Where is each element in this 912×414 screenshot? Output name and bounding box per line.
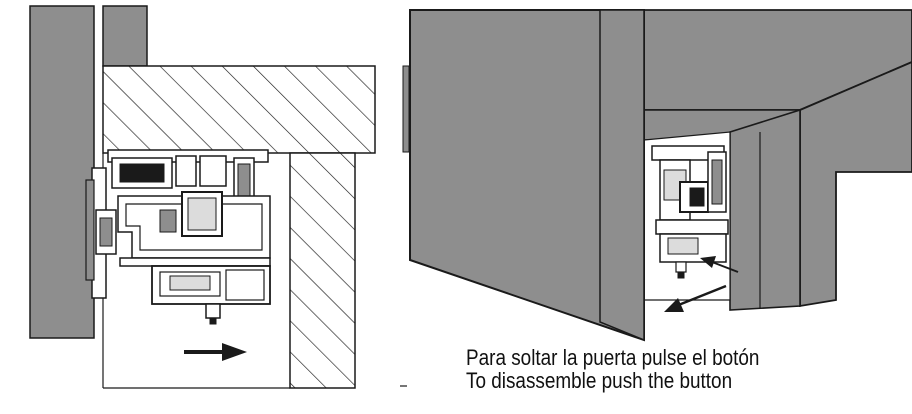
caption-english: To disassemble push the button (466, 368, 733, 393)
upper-post (102, 5, 148, 67)
section-view (29, 5, 407, 389)
hinge-mechanism-perspective (651, 145, 729, 279)
hinge-mechanism (85, 149, 271, 325)
release-direction-arrow (664, 284, 727, 312)
perspective-view (402, 9, 912, 342)
slide-direction-arrow (184, 343, 247, 361)
button-pointer-arrow (700, 256, 739, 273)
door-panel-left (29, 5, 95, 339)
caption-spanish: Para soltar la puerta pulse el botón (466, 345, 760, 370)
